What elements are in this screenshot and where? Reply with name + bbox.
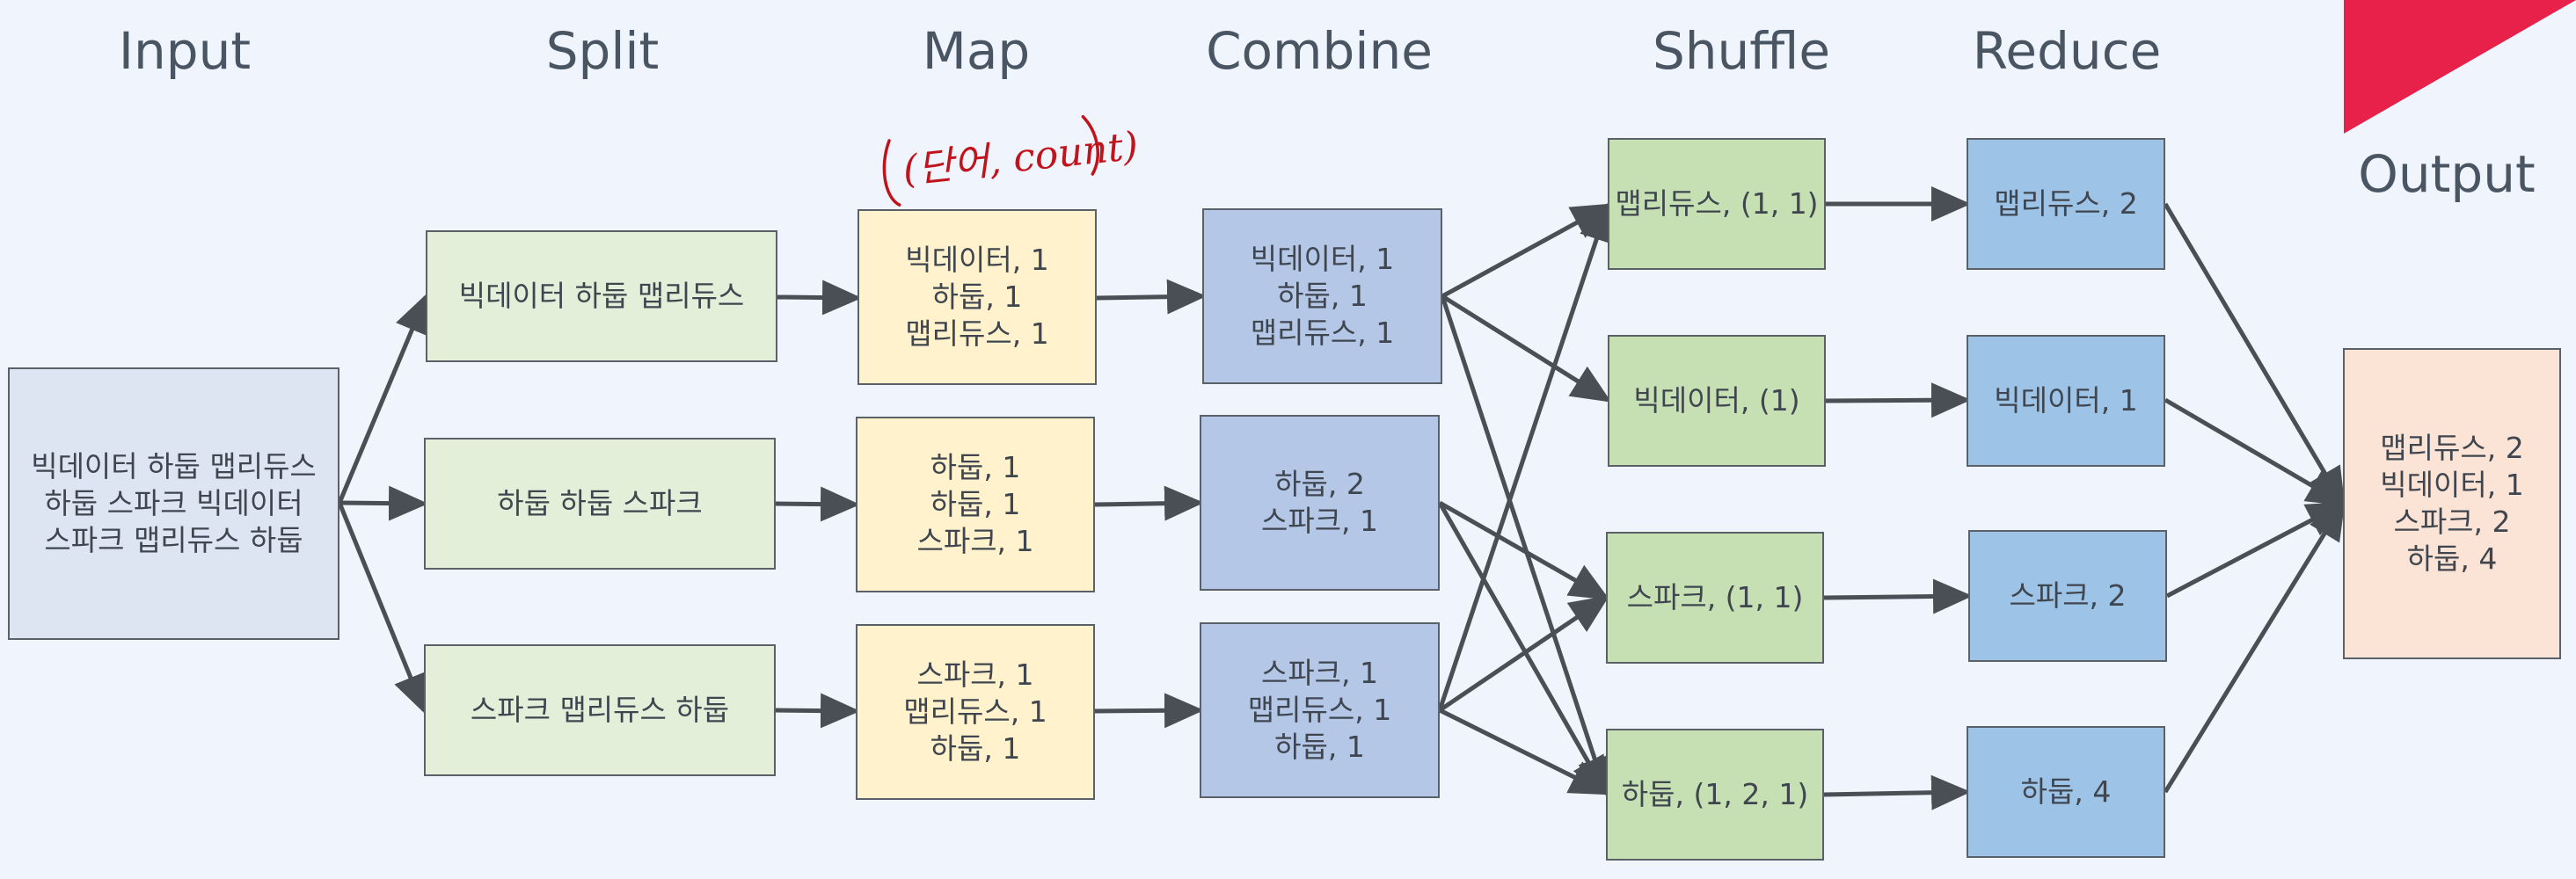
- map-line: 맵리듀스, 1: [903, 694, 1047, 729]
- connector-arrow: [1437, 201, 1614, 711]
- shuffle-text: 빅데이터, (1): [1633, 383, 1800, 418]
- map-line: 스파크, 1: [916, 657, 1034, 692]
- connector-arrow: [1441, 294, 1612, 403]
- shuffle-box: 빅데이터, (1): [1608, 335, 1826, 467]
- map-line: 스파크, 1: [916, 524, 1034, 558]
- shuffle-box: 하둡, (1, 2, 1): [1606, 729, 1824, 861]
- shuffle-text: 맵리듀스, (1, 1): [1615, 186, 1819, 221]
- shuffle-box: 맵리듀스, (1, 1): [1608, 138, 1826, 270]
- connector-arrow: [1438, 500, 1610, 600]
- split-text: 하둡 하둡 스파크: [497, 486, 703, 520]
- connector-arrow: [337, 293, 428, 504]
- map-line: 맵리듀스, 1: [905, 316, 1049, 351]
- stage-title-output: Output: [2358, 144, 2536, 204]
- map-line: 하둡, 1: [930, 731, 1021, 766]
- output-line: 맵리듀스, 2: [2380, 431, 2524, 465]
- connector-arrow: [777, 280, 862, 316]
- combine-box: 하둡, 2 스파크, 1: [1200, 415, 1440, 591]
- input-box: 빅데이터 하둡 맵리듀스 하둡 스파크 빅데이터 스파크 맵리듀스 하둡: [8, 367, 339, 640]
- split-text: 스파크 맵리듀스 하둡: [470, 693, 730, 727]
- stage-title-combine: Combine: [1206, 21, 1433, 81]
- map-line: 빅데이터, 1: [905, 243, 1049, 277]
- connector-arrow: [1823, 774, 1971, 810]
- corner-mark: [2344, 0, 2576, 134]
- connector-arrow: [337, 502, 427, 715]
- stage-title-split: Split: [545, 21, 660, 81]
- handwritten-annotation: (단어, count): [882, 115, 1141, 207]
- combine-line: 맵리듀스, 1: [1247, 693, 1392, 727]
- map-line: 하둡, 1: [930, 450, 1021, 484]
- combine-line: 하둡, 1: [1277, 279, 1368, 313]
- connector-arrow: [1438, 708, 1610, 795]
- input-line: 스파크 맵리듀스 하둡: [44, 523, 303, 557]
- reduce-box: 스파크, 2: [1968, 530, 2167, 662]
- reduce-box: 하둡, 4: [1967, 726, 2165, 858]
- combine-line: 맵리듀스, 1: [1250, 316, 1395, 350]
- connector-arrow: [1094, 485, 1204, 521]
- output-line: 스파크, 2: [2393, 505, 2511, 539]
- connector-arrow: [2163, 499, 2346, 794]
- stage-title-map: Map: [922, 21, 1031, 81]
- combine-line: 빅데이터, 1: [1250, 242, 1395, 276]
- output-box: 맵리듀스, 2 빅데이터, 1 스파크, 2 하둡, 4: [2343, 348, 2561, 659]
- map-box: 빅데이터, 1 하둡, 1 맵리듀스, 1: [857, 209, 1097, 385]
- stage-title-reduce: Reduce: [1972, 21, 2162, 81]
- output-line: 빅데이터, 1: [2380, 468, 2524, 502]
- connector-arrow: [1438, 595, 1610, 713]
- map-box: 하둡, 1 하둡, 1 스파크, 1: [856, 417, 1095, 592]
- reduce-text: 빅데이터, 1: [1994, 383, 2138, 418]
- split-box: 하둡 하둡 스파크: [424, 438, 776, 570]
- map-box: 스파크, 1 맵리듀스, 1 하둡, 1: [856, 624, 1095, 800]
- combine-line: 스파크, 1: [1260, 656, 1379, 690]
- reduce-text: 맵리듀스, 2: [1994, 186, 2138, 221]
- connector-arrow: [339, 485, 428, 521]
- input-line: 하둡 스파크 빅데이터: [44, 486, 303, 520]
- shuffle-text: 스파크, (1, 1): [1626, 580, 1804, 614]
- combine-line: 하둡, 1: [1274, 730, 1365, 764]
- input-line: 빅데이터 하둡 맵리듀스: [31, 449, 317, 483]
- split-box: 빅데이터 하둡 맵리듀스: [426, 230, 777, 362]
- connector-arrow: [1094, 693, 1204, 729]
- arrow-group: [337, 186, 2347, 810]
- connector-arrow: [1437, 501, 1609, 797]
- connector-arrow: [775, 486, 860, 522]
- connector-arrow: [775, 693, 860, 729]
- split-text: 빅데이터 하둡 맵리듀스: [458, 279, 745, 313]
- connector-arrow: [1440, 295, 1612, 797]
- connector-arrow: [2163, 202, 2346, 508]
- map-line: 하둡, 1: [930, 487, 1021, 521]
- stage-title-shuffle: Shuffle: [1652, 21, 1831, 81]
- reduce-box: 빅데이터, 1: [1967, 335, 2165, 467]
- map-line: 하둡, 1: [931, 280, 1023, 314]
- output-line: 하둡, 4: [2406, 541, 2498, 576]
- combine-box: 빅데이터, 1 하둡, 1 맵리듀스, 1: [1202, 208, 1442, 384]
- combine-box: 스파크, 1 맵리듀스, 1 하둡, 1: [1200, 622, 1440, 798]
- shuffle-box: 스파크, (1, 1): [1606, 532, 1824, 664]
- connector-arrow: [2164, 397, 2347, 506]
- combine-line: 하둡, 2: [1274, 467, 1365, 501]
- annotation-text: (단어, count): [901, 124, 1141, 193]
- reduce-text: 하둡, 4: [2020, 774, 2112, 809]
- connector-arrow: [1096, 279, 1207, 315]
- reduce-box: 맵리듀스, 2: [1967, 138, 2165, 270]
- stage-title-input: Input: [118, 21, 252, 81]
- combine-line: 스파크, 1: [1260, 504, 1379, 538]
- reduce-text: 스파크, 2: [2009, 578, 2127, 613]
- shuffle-text: 하둡, (1, 2, 1): [1621, 777, 1809, 811]
- connector-arrow: [1823, 578, 1973, 614]
- connector-arrow: [1825, 382, 1971, 418]
- split-box: 스파크 맵리듀스 하둡: [424, 644, 776, 776]
